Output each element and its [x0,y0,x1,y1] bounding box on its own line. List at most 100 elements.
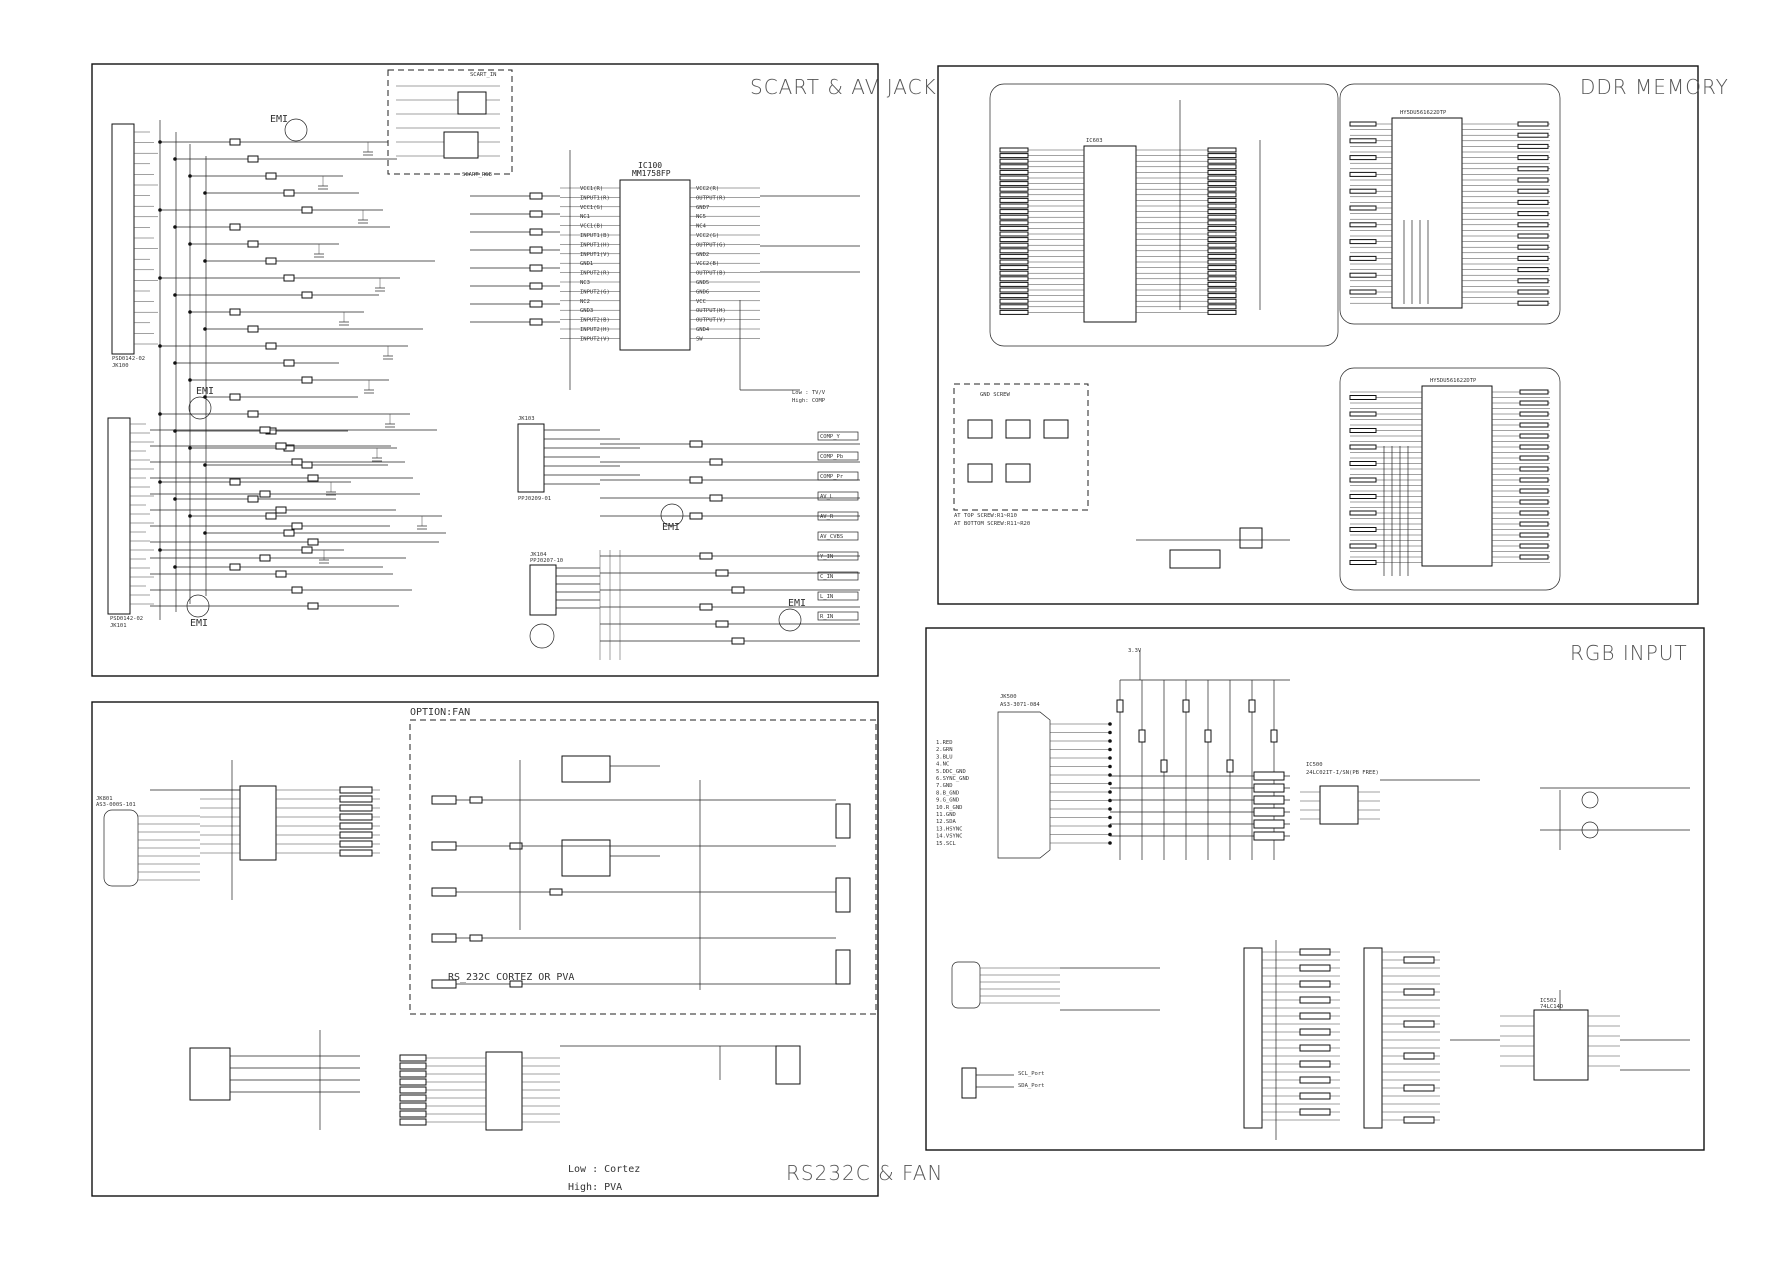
junction-dot [188,446,192,450]
db9-connector [103,809,139,887]
rgb-resistor [1160,759,1168,773]
rgb-panel-title: RGB INPUT [1570,641,1688,665]
ddr-net-tag [999,186,1029,192]
ic601-net-tag-left [1349,121,1377,127]
ddr-controller-subsheet [989,83,1339,347]
rgb-resistor [1248,699,1256,713]
level-net-tag [399,1094,427,1102]
gnd-screw-symbol [1005,419,1031,439]
resistor [229,563,241,571]
ic100-left-pin-label: GND1 [580,261,593,267]
ferrite-bead-1 [284,118,308,142]
fan-resistor [469,796,483,804]
ic100-right-pin-label: OUTPUT(H) [696,308,726,314]
scart-in-group [387,69,513,175]
junction-dot [1108,764,1112,769]
level-net-tag [399,1078,427,1086]
rs232-net-tag [339,795,373,803]
rgb-resistor [1270,729,1278,743]
rs232-panel-border [91,701,879,1197]
jk100-connector [111,123,135,355]
ic602-net-tag [1519,510,1549,516]
emi-label-4: EMI [662,522,680,533]
ic602-net-tag-left [1349,461,1377,466]
junction-dot [173,565,177,569]
ic100-right-pin-label: VCC2(R) [696,186,719,192]
ic100-left-pin-label: VCC1(R) [580,186,603,192]
ddr-net-tag [999,253,1029,259]
ic601-net-tag [1517,166,1549,172]
rgb-net-tag [1253,795,1285,805]
resistor [229,138,241,146]
junction-dot [1108,730,1112,735]
ic601-net-tag [1517,199,1549,205]
ddr-net-tag [1207,192,1237,198]
gnd-screw-block [953,383,1089,511]
rgb-resistor [1204,729,1212,743]
junction-dot [203,395,207,399]
sub-scart-resistor [291,458,303,466]
ddr-net-tag [999,197,1029,203]
header1-net-tag [1299,1012,1331,1020]
rgb-panel-border [925,627,1705,1151]
ic100-right-pin-label: GND5 [696,280,709,286]
ic602-net-tag [1519,389,1549,395]
ddr-net-tag [999,293,1029,299]
ddr-bank-b-subsheet [1339,367,1561,591]
ic601-net-tag [1517,267,1549,273]
junction-dot [203,463,207,467]
ic100-right-pin-label: OUTPUT(G) [696,242,726,248]
net-tag-box [817,591,859,601]
sub-scart-resistor [259,554,271,562]
sub-scart-resistor [291,586,303,594]
header1-net-tag [1299,980,1331,988]
ddr-net-tag [999,192,1029,198]
ddr-net-tag [1207,237,1237,243]
ic602-net-tag [1519,532,1549,538]
level-net-tag [399,1054,427,1062]
ic100-right-pin-label: GND6 [696,289,709,295]
rs232-logic-high: High: PVA [568,1182,622,1193]
junction-dot [173,293,177,297]
net-tag-box [817,531,859,541]
junction-dot [188,378,192,382]
ic100-left-pin-label: NC3 [580,280,590,286]
vga-pin-description: 6.SYNC_GND [936,776,969,782]
sub-scart-resistor [275,570,287,578]
resistor [283,529,295,537]
ic602-net-tag [1519,521,1549,527]
rgb-resistor [1182,699,1190,713]
rs232-net-tag [339,786,373,794]
ddr-net-tag [999,259,1029,265]
junction-dot [203,259,207,263]
ddr-net-tag [1207,181,1237,187]
net-tag-label: R_IN [820,614,833,620]
resistor [229,478,241,486]
ddr-net-tag [999,214,1029,220]
ic602-net-tag-left [1349,560,1377,565]
junction-dot [188,310,192,314]
ddr-net-tag [999,147,1029,153]
ddr-net-tag [999,248,1029,254]
ddr-memory-panel: DDR MEMORY HY5DU561622DTP HY5DU561622DTP… [937,65,1728,605]
ic602-net-tag [1519,411,1549,417]
fan-net-tag [431,887,457,897]
ddr-ic602 [1421,385,1493,567]
jk104-part: PPJ0207-10 [530,558,563,564]
sub-scart-resistor [275,506,287,514]
ic100-right-pin-label: GND2 [696,252,709,258]
junction-dot [1108,756,1112,760]
vga-pin-description: 1.RED [936,740,953,746]
ddr-ic602-part: HY5DU561622DTP [1430,378,1477,384]
resistor [247,410,259,418]
junction-dot [158,140,162,144]
ic602-net-tag-left [1349,527,1377,532]
level-net-tag [399,1086,427,1094]
junction-dot [188,174,192,178]
resistor [247,495,259,503]
emi-label-5: EMI [788,598,806,609]
ic602-net-tag [1519,422,1549,428]
ic100-left-pin-label: INPUT2(B) [580,318,610,324]
sub-scart-resistor [259,490,271,498]
ic602-net-tag-left [1349,444,1377,450]
